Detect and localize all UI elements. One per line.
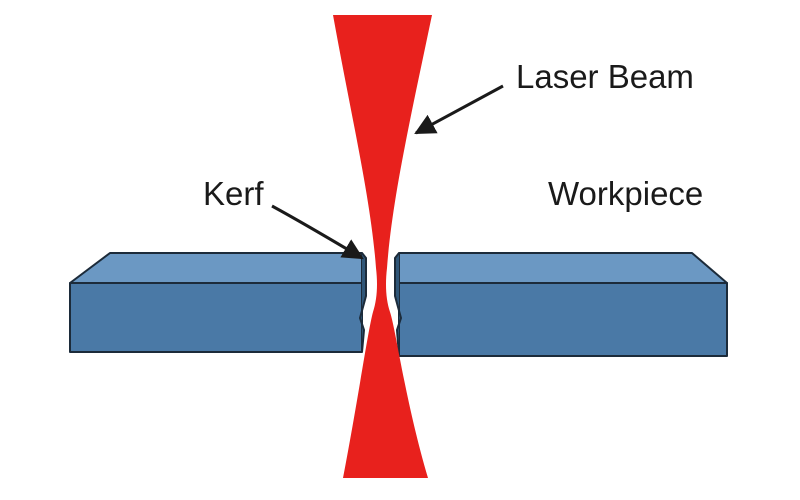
workpiece-left [69,252,367,353]
workpiece-right [394,252,728,357]
workpiece-left-front [69,282,363,353]
laser-beam-pointer [414,84,504,135]
workpiece-label: Workpiece [548,175,704,212]
kerf-pointer [271,204,364,260]
kerf-right-edge [394,252,402,357]
kerf-label: Kerf [203,175,264,212]
workpiece-right-top [398,252,728,284]
laser-beam-label: Laser Beam [516,58,694,95]
workpiece-left-top [69,252,363,284]
workpiece-right-front [398,282,728,357]
laser-beam [333,15,432,478]
kerf-left-edge [359,252,367,353]
